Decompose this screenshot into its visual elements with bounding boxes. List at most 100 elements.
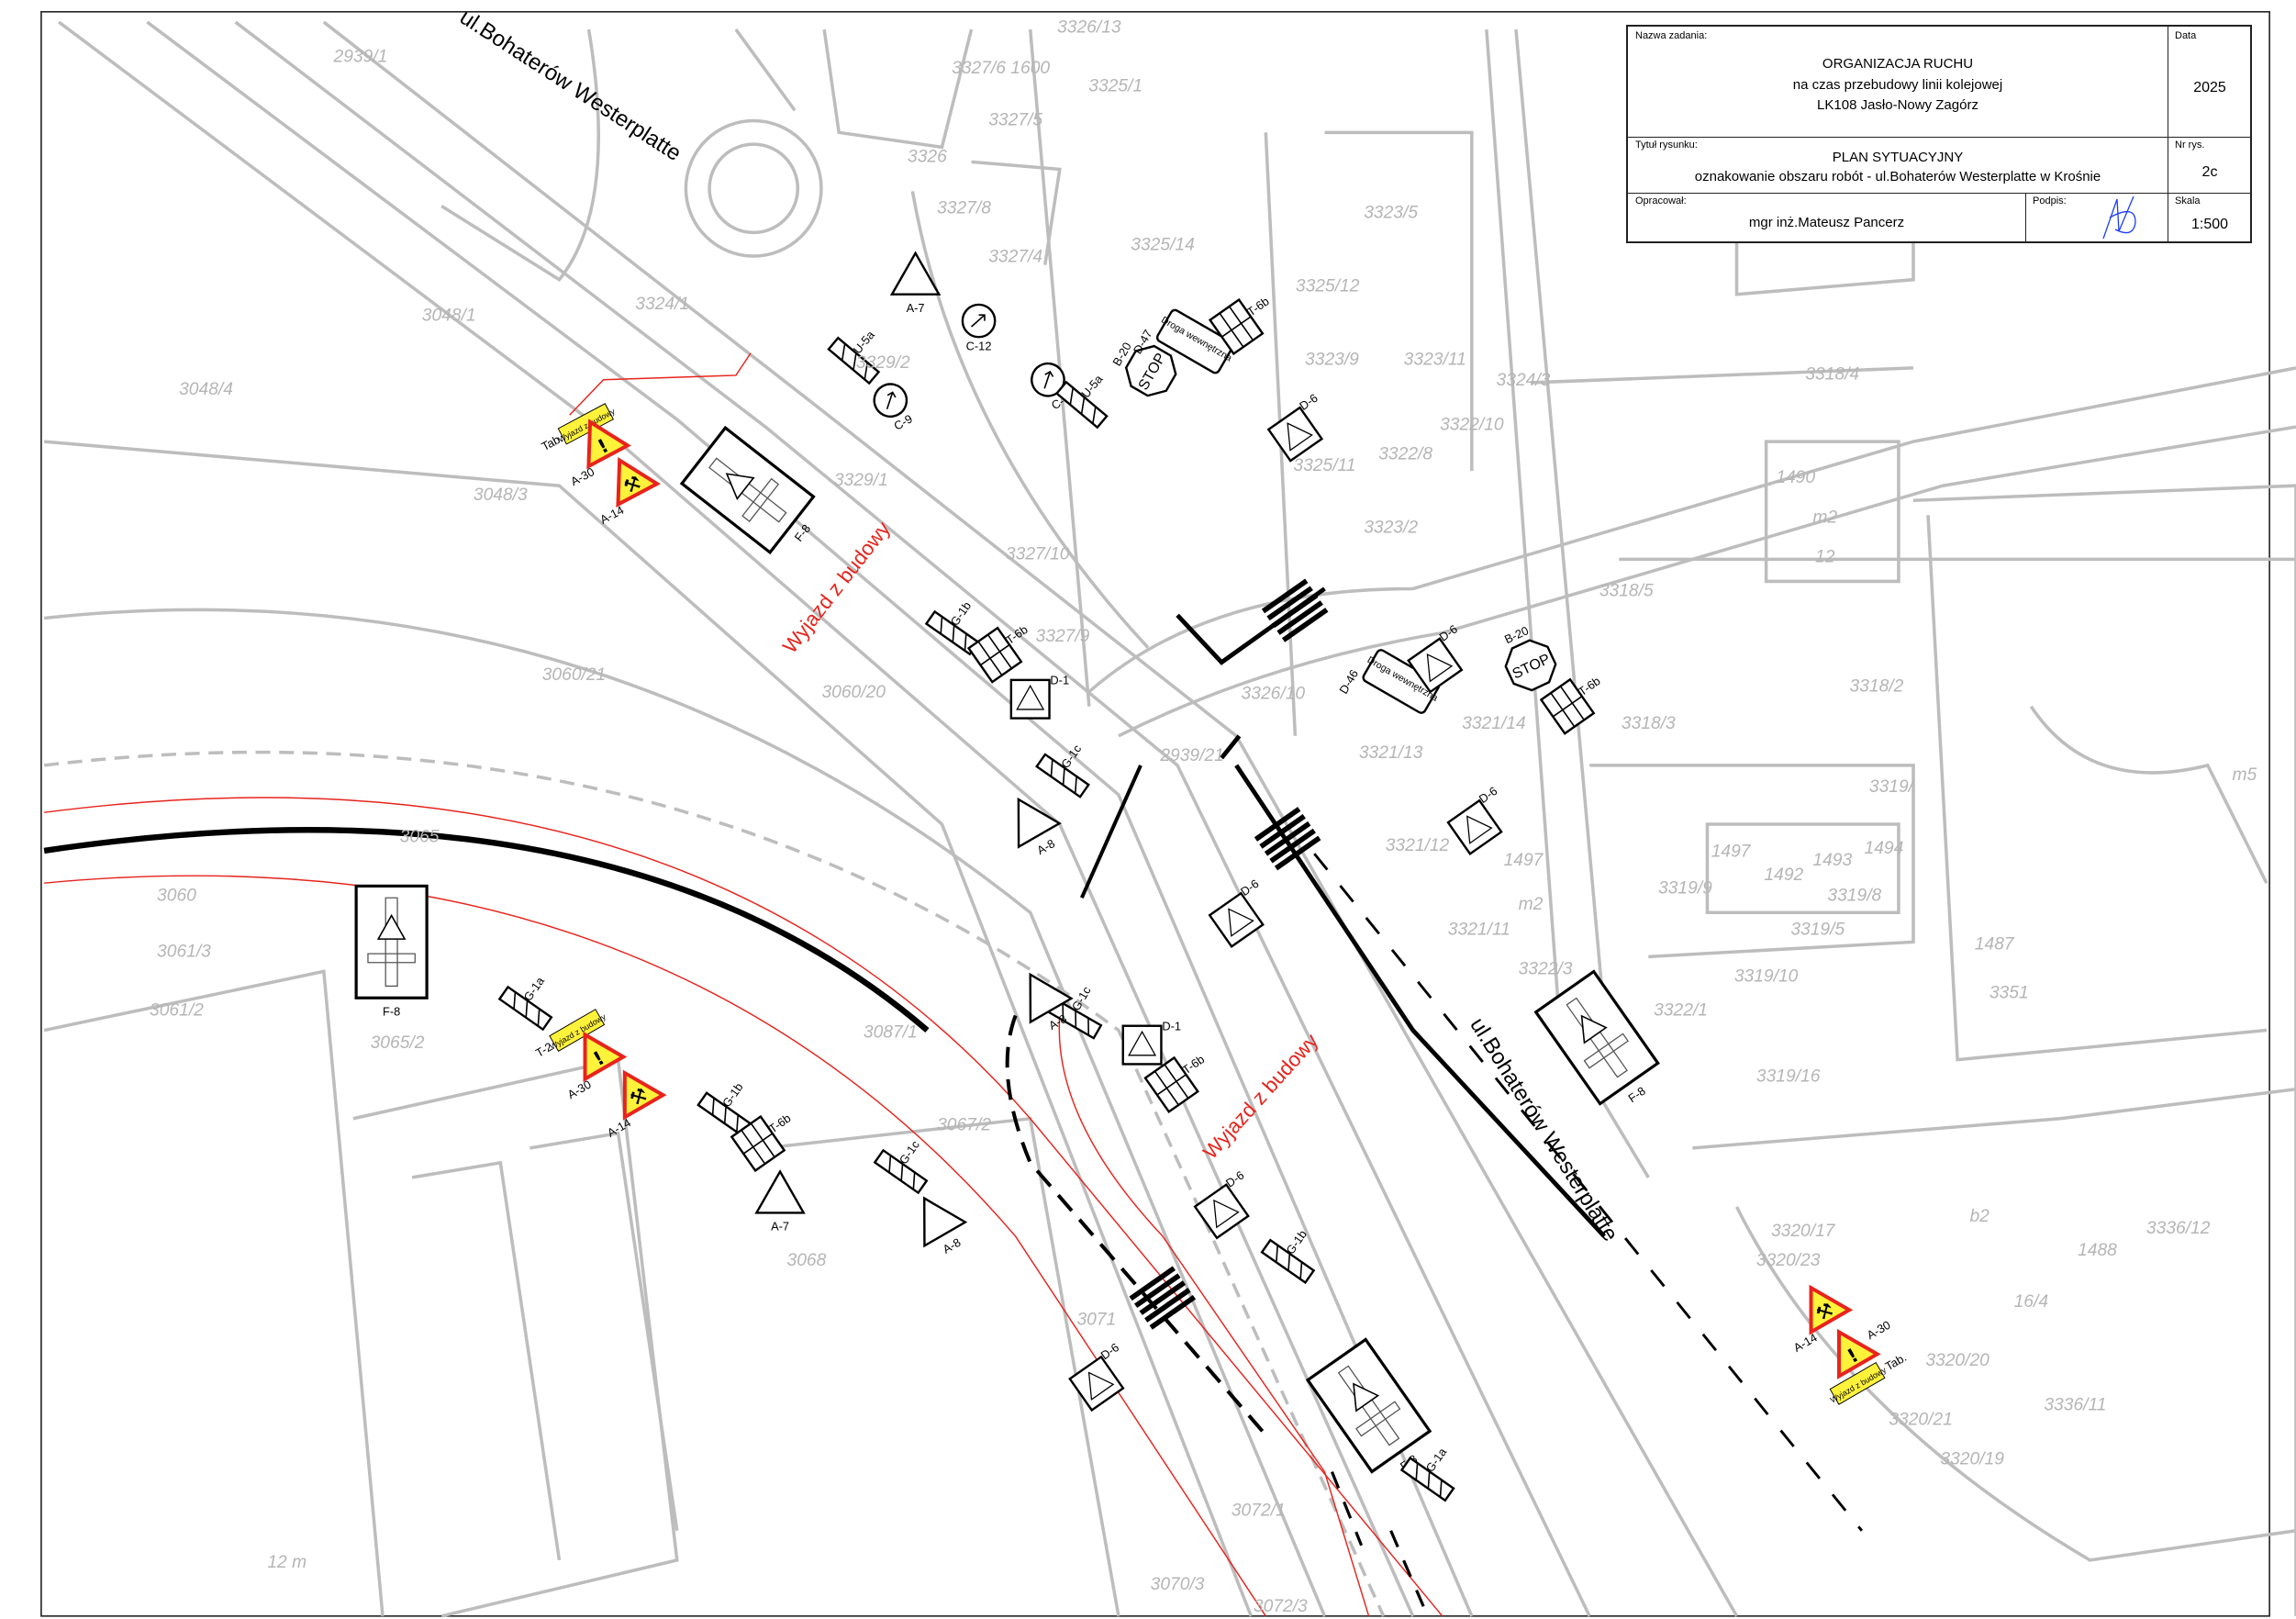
- traffic-sign-d-6: D-6: [1446, 784, 1503, 855]
- drawing-title-line-1: PLAN SYTUACYJNY: [1832, 150, 1964, 165]
- traffic-sign-a-7: A-7: [889, 251, 942, 315]
- date-value: 2025: [2193, 80, 2226, 95]
- road-markings: [1005, 586, 1863, 1617]
- task-line-3: LK108 Jasło-Nowy Zagórz: [1817, 97, 1978, 113]
- warning-triangle-icon: [754, 1169, 806, 1214]
- detour-board-icon: [354, 884, 429, 999]
- parcel-number: 3326/13: [1057, 17, 1121, 37]
- traffic-sign-f-8: F-8: [679, 425, 816, 555]
- parcel-number: 3327/8: [937, 199, 991, 218]
- stop-sign-icon: [1504, 639, 1557, 692]
- pedestrian-crossing: [1254, 807, 1321, 871]
- parcel-number: m5: [2232, 765, 2257, 785]
- info-sign-icon: [1362, 649, 1441, 714]
- parcel-number: 3319/9: [1658, 878, 1712, 898]
- author-label: Opracował:: [1635, 195, 1687, 207]
- railway-line: [43, 827, 930, 1037]
- parcel-number: 3070/3: [1151, 1575, 1205, 1594]
- traffic-sign-d-6: D-6: [1068, 1340, 1125, 1412]
- warning-triangle-icon: [889, 251, 942, 296]
- stop-sign-icon: [1124, 344, 1177, 397]
- parcel-number: 3319/8: [1827, 886, 1881, 905]
- sign-code-label: A-30: [568, 464, 596, 488]
- sign-code-label: F-8: [383, 1005, 400, 1019]
- parcel-number: 3320/21: [1889, 1410, 1953, 1429]
- parcel-number: 3061/2: [150, 1001, 204, 1021]
- scale-cell: Skala 1:500: [2168, 193, 2252, 243]
- parcel-number: 3327/6 1600: [952, 59, 1050, 78]
- roadworks-warning-icon: [583, 1031, 628, 1082]
- warning-triangle-icon: [1017, 797, 1062, 849]
- sign-code-label: A-8: [1034, 836, 1057, 857]
- task-cell: Nazwa zadania: ORGANIZACJA RUCHU na czas…: [1628, 27, 2168, 137]
- traffic-sign-d-1: D-1: [1009, 674, 1069, 720]
- warning-triangle-icon: [1029, 972, 1074, 1024]
- task-label: Nazwa zadania:: [1635, 30, 1708, 41]
- parcel-number: 3068: [787, 1251, 827, 1270]
- parcel-number: 3048/3: [474, 486, 528, 505]
- traffic-sign-t-6b: T-6b: [730, 1111, 793, 1173]
- drawing-title-line-2: oznakowanie obszaru robót - ul.Bohaterów…: [1694, 169, 2101, 184]
- parcel-number: 3071: [1076, 1310, 1116, 1329]
- parcel-number: 3323/11: [1404, 351, 1466, 370]
- parcel-number: 3061/3: [157, 942, 211, 961]
- parcel-number: 3351: [1989, 983, 2029, 1002]
- parcel-number: 1497: [1504, 851, 1544, 870]
- parcel-number: 3087/1: [864, 1023, 918, 1043]
- author-cell: Opracował: mgr inż.Mateusz Pancerz: [1628, 193, 2025, 243]
- parcel-number: 3326: [908, 147, 947, 166]
- pedestrian-crossing: [1261, 578, 1329, 642]
- parcel-number: 3323/5: [1364, 203, 1418, 222]
- parcel-number: 3325/12: [1296, 277, 1360, 296]
- warning-triangle-icon: [923, 1196, 968, 1248]
- sign-code-label: F-8: [1625, 1084, 1647, 1105]
- parcel-number: 3318/4: [1805, 365, 1859, 385]
- parcel-number: 3336/11: [2044, 1395, 2106, 1414]
- sign-code-label: Tab.: [1883, 1350, 1909, 1373]
- drawing-title-label: Tytuł rysunku:: [1635, 140, 1698, 151]
- supplementary-plate-icon: [1829, 1361, 1886, 1405]
- drawing-frame: [40, 11, 2270, 1617]
- parcel-number: 3321/11: [1448, 920, 1510, 939]
- traffic-sign-f-8: F-8: [354, 884, 429, 1019]
- traffic-sign-d-6: D-6: [1407, 622, 1464, 694]
- square-sign-icon: [1208, 891, 1265, 948]
- traffic-sign-a-14: ⚒A-14: [605, 1069, 667, 1140]
- parcel-number: 3321/14: [1462, 714, 1526, 733]
- square-sign-icon: [1446, 798, 1503, 855]
- parcel-number: 3319/: [1869, 777, 1915, 797]
- parcel-number: 3319/5: [1790, 920, 1845, 939]
- roadworks-warning-icon: [616, 457, 661, 508]
- parcel-number: m2: [1812, 508, 1837, 527]
- parcel-number: 3323/2: [1364, 519, 1418, 538]
- parcel-number: 3072/1: [1232, 1502, 1286, 1521]
- parcel-number: 3320/19: [1940, 1450, 2004, 1469]
- traffic-sign-u-5a: U-5a: [827, 328, 881, 385]
- sign-code-label: F-8: [792, 521, 814, 543]
- square-sign-icon: [1266, 406, 1324, 463]
- parcel-number: 3327/5: [988, 110, 1042, 129]
- drawing-title-cell: Tytuł rysunku: PLAN SYTUACYJNY oznakowan…: [1628, 137, 2168, 193]
- parcel-number: 3327/9: [1036, 627, 1090, 646]
- date-cell: Data 2025: [2168, 27, 2252, 137]
- drawing-number-value: 2c: [2201, 164, 2218, 180]
- parcel-number: 3329/2: [856, 353, 910, 373]
- parcel-number: 3048/4: [179, 380, 233, 399]
- sign-code-label: A-30: [565, 1077, 594, 1102]
- traffic-sign-d-6: D-6: [1193, 1168, 1250, 1240]
- sign-code-label: A-8: [941, 1235, 964, 1256]
- traffic-sign-g-1c: G-1c: [873, 1137, 929, 1195]
- parcel-number: 3329/1: [834, 471, 888, 490]
- parcel-number: 12: [1815, 548, 1835, 567]
- traffic-sign-d-6: D-6: [1208, 876, 1265, 948]
- sign-code-label: A-14: [1791, 1331, 1820, 1356]
- parcel-number: 1490: [1776, 468, 1815, 487]
- parcel-number: 3324/3: [1497, 371, 1551, 390]
- parcel-number: 3072/3: [1254, 1597, 1308, 1616]
- square-sign-icon: [1068, 1355, 1125, 1412]
- parcel-number: 3336/12: [2146, 1219, 2211, 1238]
- street-name-label: ul.Bohaterów Westerplatte: [455, 5, 685, 166]
- base-map-lines: [43, 20, 2296, 1618]
- crosswalks: [1129, 578, 1329, 1330]
